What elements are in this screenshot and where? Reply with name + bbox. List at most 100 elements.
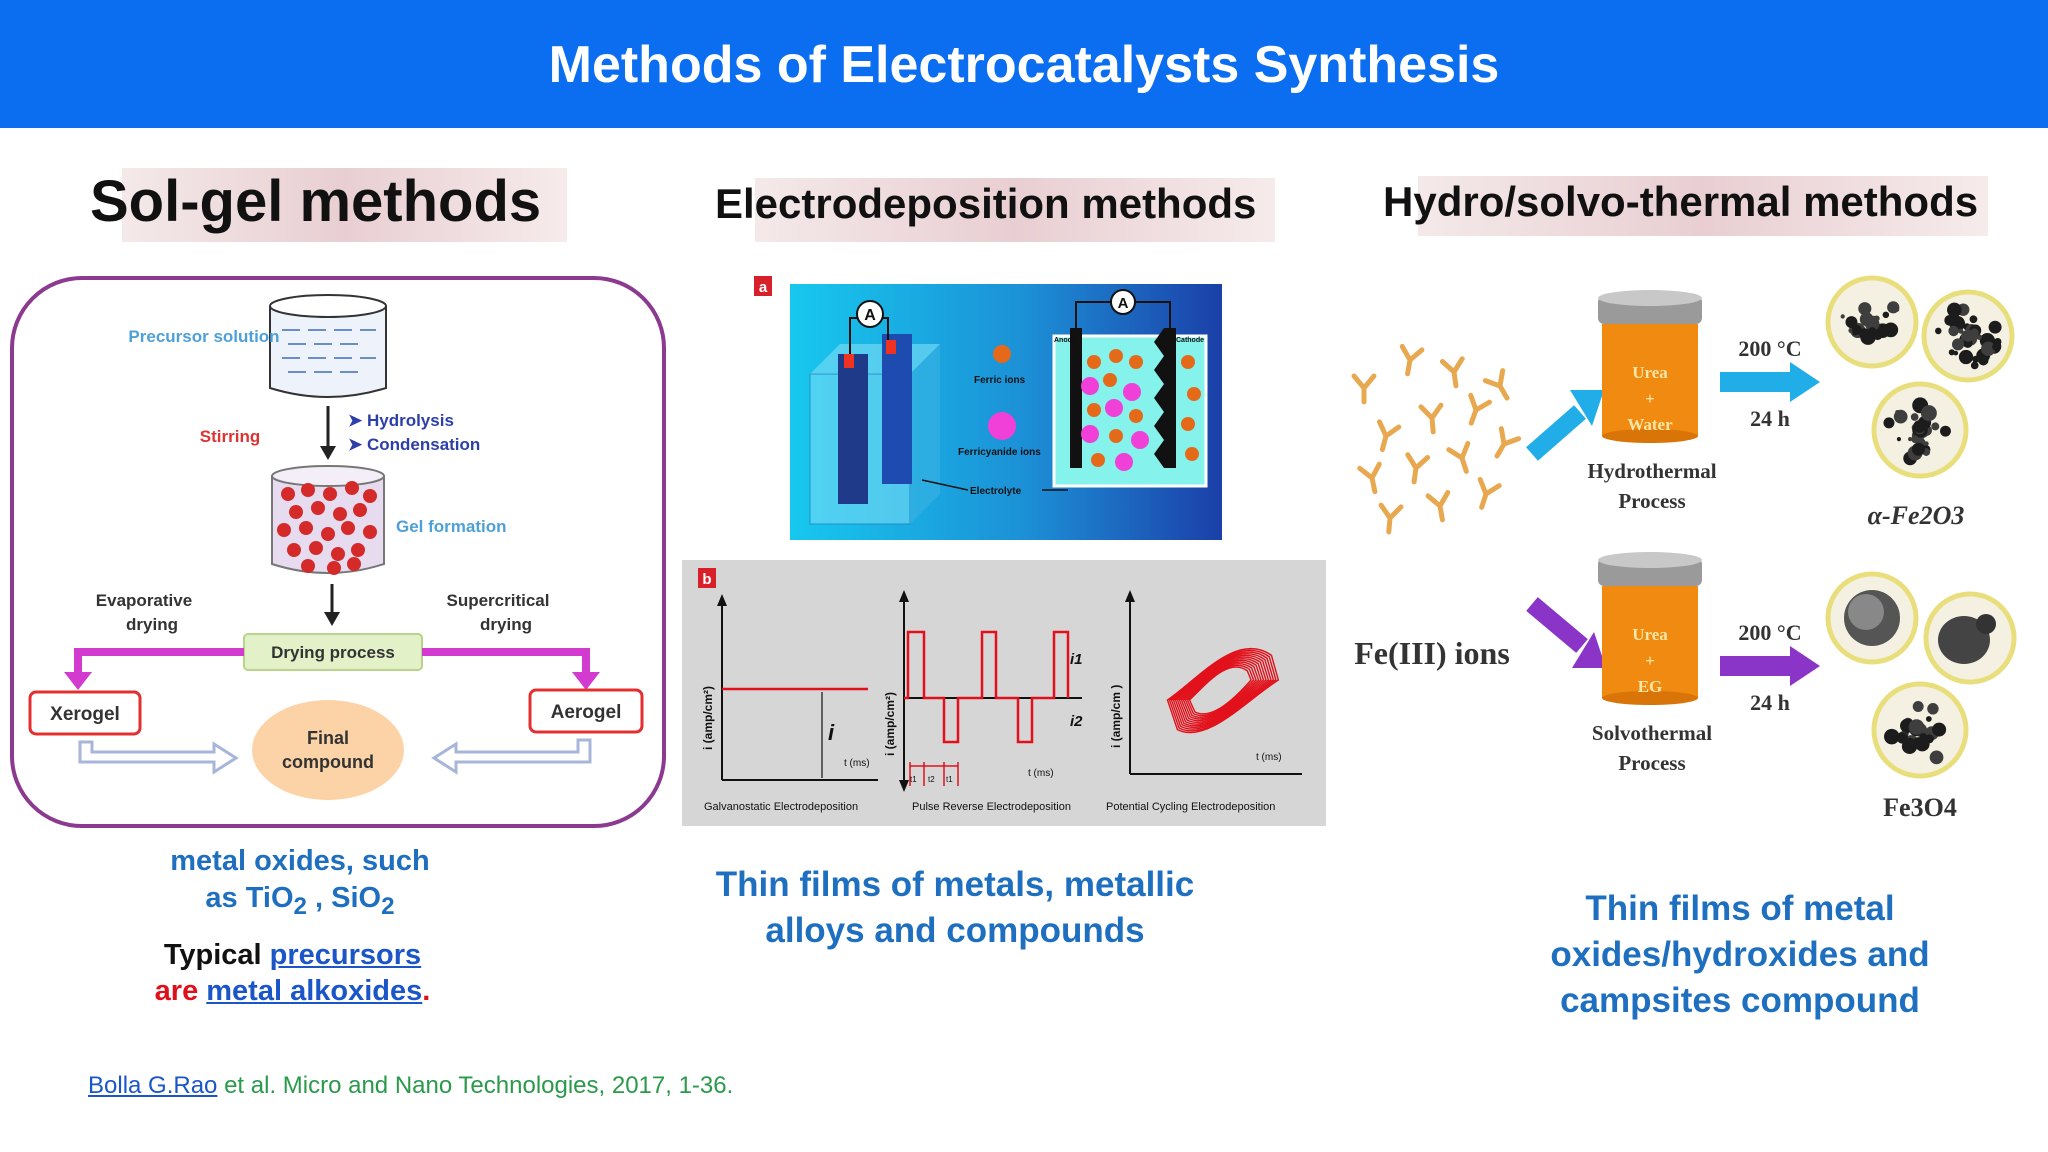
svg-text:A: A [864,307,876,324]
xerogel-label: Xerogel [50,704,120,725]
slide-title: Methods of Electrocatalysts Synthesis [548,36,1500,94]
nanoparticle-image [1923,591,2017,685]
gel-particle [309,541,323,555]
gel-particle [323,487,337,501]
gel-formation-label: Gel formation [396,517,507,536]
svg-text:t2: t2 [928,775,935,784]
gel-particle [289,505,303,519]
fe-ion-particle [1477,476,1502,510]
left-drying-arrow-icon [64,648,244,690]
ferric-ion [1185,447,1199,461]
evaporative-label-2: drying [126,615,178,634]
supercritical-label-2: drying [480,615,532,634]
hydro-solvo-diagram: Fe(III) ions Urea + Water Hydrothermal P… [1351,275,2017,822]
down-right-arrow-icon [1526,597,1606,668]
ylabel-density: i (amp/cm²) [701,686,715,750]
citation-author-link[interactable]: Bolla G.Rao [88,1072,218,1099]
gel-particle [311,501,325,515]
fe-ion-particle [1376,419,1402,453]
xerogel-box [28,690,142,736]
galvanostatic-caption: Galvanostatic Electrodeposition [704,801,858,813]
svg-text:b: b [702,571,711,588]
ferricyanide-ion [1123,383,1141,401]
pulse-reverse-caption: Pulse Reverse Electrodeposition [912,801,1071,813]
hydrothermal-process-label: Process [1618,489,1685,513]
gel-particle [363,489,377,503]
cv-loop [1166,647,1280,734]
i2-label: i2 [1070,713,1083,730]
ferric-ion [1181,417,1195,431]
gel-particle [281,487,295,501]
ferricyanide-ion [1081,377,1099,395]
ferric-ion-icon [993,345,1011,363]
ferricyanide-ion [1081,425,1099,443]
hydrolysis-label: ➤ Hydrolysis [348,411,454,430]
jar-plus-label: + [1645,389,1655,408]
nanoparticle-image [1921,289,2015,383]
gel-beaker-icon [271,465,385,575]
gel-particle [333,507,347,521]
electrodeposition-heading: Electrodeposition methods [715,180,1257,227]
final-compound-label-1: Final [307,728,349,748]
fe-ion-particle [1418,402,1444,435]
hollow-arrow-right-icon [431,738,592,775]
ferricyanide-ion [1115,453,1133,471]
aerogel-box [528,688,644,734]
fe-ion-particle [1357,461,1382,495]
heading-highlight [755,178,1275,242]
gel-particle [301,559,315,573]
evaporative-label-1: Evaporative [96,591,192,610]
t-ms-label-3: t (ms) [1256,752,1282,763]
nanoparticle-image [1825,571,1919,665]
cv-loop [1178,657,1265,723]
solvothermal-jar-icon [1598,552,1702,705]
are-word: are [154,975,199,1007]
gel-particle [341,521,355,535]
gel-particle [331,547,345,561]
cv-loop [1182,661,1260,720]
svg-text:t1: t1 [910,775,917,784]
sol-gel-heading: Sol-gel methods [90,169,542,234]
solvothermal-label: Solvothermal [1592,721,1712,745]
hydrothermal-jar-icon [1598,290,1702,443]
cell-left-icon: A [809,300,940,525]
stirring-label: Stirring [200,427,260,446]
fe-ion-particle [1425,489,1451,523]
nanoparticle-image [1871,381,1969,479]
gel-particle [353,503,367,517]
gel-particle [299,521,313,535]
metal-alkoxides-link[interactable]: metal alkoxides [206,975,423,1007]
fe-ion-particle [1494,426,1522,459]
title-banner [0,0,2048,128]
solvothermal-process-label: Process [1618,751,1685,775]
svg-text:a: a [759,279,768,296]
fe-ion-particle [1378,502,1404,535]
galvanostatic-plot: i i (amp/cm²) t (ms) Galvanostatic Elect… [701,594,878,813]
ylabel-density-2: i (amp/cm²) [883,692,897,756]
gel-particle [347,557,361,571]
fe-ion-particle [1468,392,1493,426]
jar-eg-label: EG [1638,677,1663,696]
precursors-link[interactable]: precursors [269,939,422,971]
cathode-label: Cathode [1176,337,1204,344]
fe-ion-particle [1482,368,1510,401]
precursor-label-1: Precursor solution [128,327,279,346]
t-ms-label: t (ms) [844,758,870,769]
gel-particle [345,481,359,495]
caption-line-1: metal oxides, such [170,845,430,877]
time-bottom-label: 24 h [1750,690,1790,715]
jar-urea-label: Urea [1632,363,1668,382]
electrolyte-arrow-icon [921,479,969,491]
time-top-label: 24 h [1750,406,1790,431]
right-arrow-top-icon [1720,362,1820,402]
alpha-fe2o3-label: α-Fe2O3 [1868,501,1965,530]
right-drying-arrow-icon [422,648,600,690]
final-compound-label-2: compound [282,752,374,772]
aerogel-label: Aerogel [551,702,622,723]
electrodeposition-caption: Thin films of metals, metallic alloys an… [715,865,1195,950]
caption-line-2: as TiO2 , SiO2 [205,882,395,920]
fe-ion-particle [1399,343,1425,377]
ferric-ion [1129,409,1143,423]
potential-cycling-plot: i (amp/cm ) t (ms) Potential Cycling Ele… [1106,590,1302,813]
fe-ions-label: Fe(III) ions [1354,635,1510,671]
